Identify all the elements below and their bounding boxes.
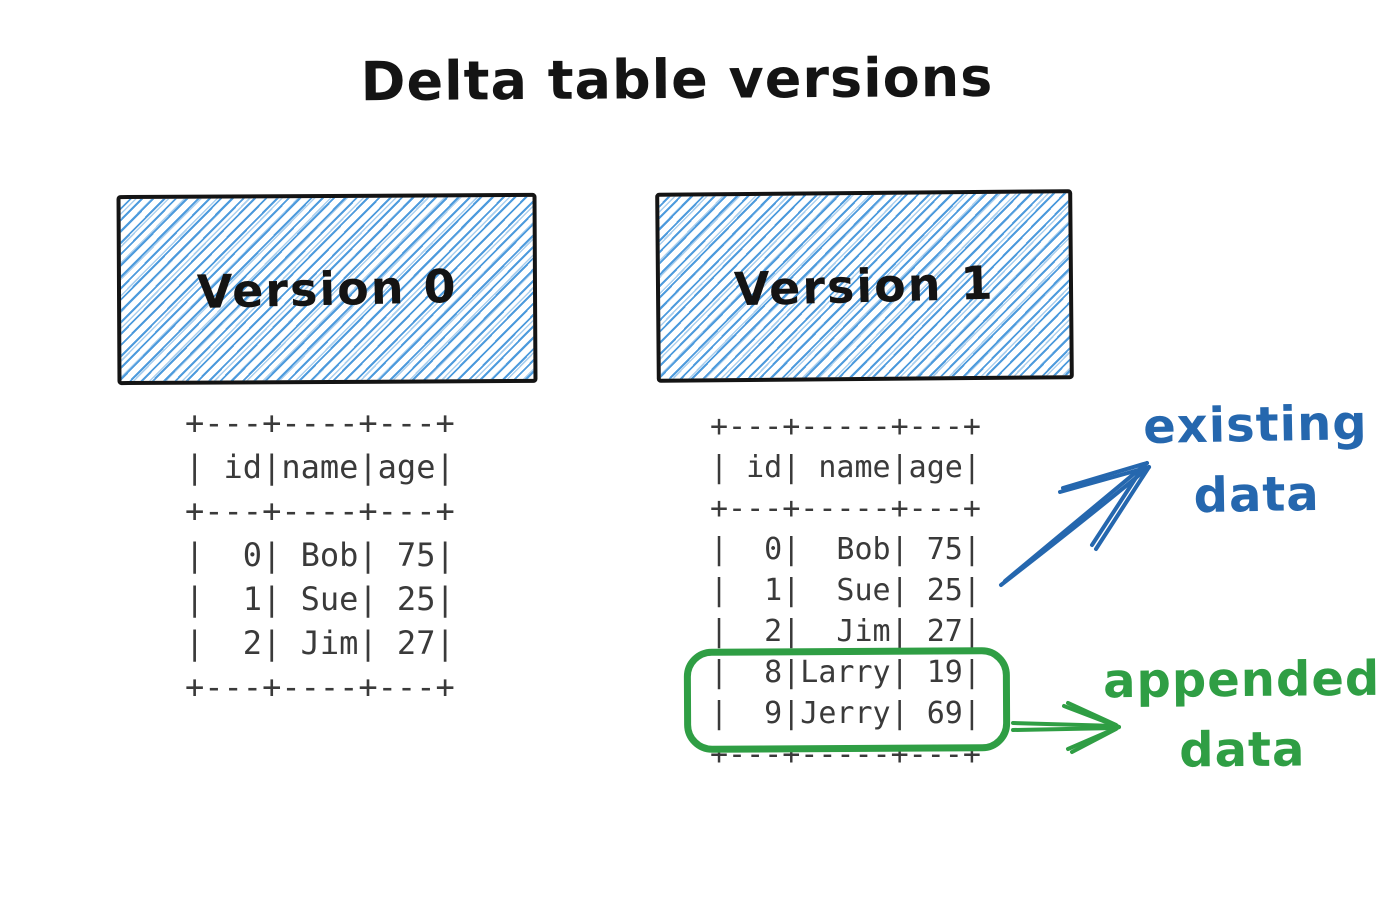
version-0-label: Version 0: [196, 259, 458, 319]
appended-data-note: appended data: [1102, 650, 1381, 779]
appended-rows-highlight-box: [683, 647, 1011, 753]
version-1-label: Version 1: [733, 255, 996, 317]
version-0-ascii-table: +---+----+---+ | id|name|age| +---+----+…: [185, 404, 455, 706]
page-title: Delta table versions: [360, 45, 994, 114]
version-1-box: Version 1: [655, 189, 1074, 383]
version-1-ascii-table: +---+-----+---+ | id| name|age| +---+---…: [710, 409, 981, 772]
version-0-box: Version 0: [116, 192, 538, 386]
existing-data-note: existing data: [1142, 395, 1369, 525]
